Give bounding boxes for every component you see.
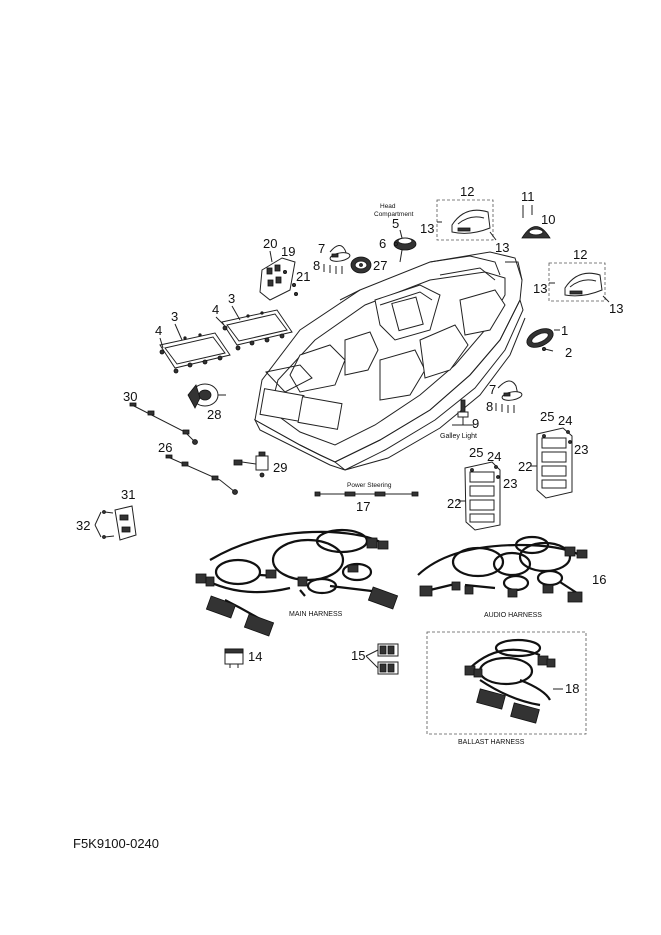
callout-24a: 24: [487, 449, 501, 464]
callout-29: 29: [273, 460, 287, 475]
ballast-harness-part-18: [464, 638, 556, 724]
callout-3b: 3: [228, 291, 235, 306]
audio-harness-label: AUDIO HARNESS: [484, 612, 542, 619]
callout-26: 26: [158, 440, 172, 455]
callout-27: 27: [373, 258, 387, 273]
callout-13d: 13: [609, 301, 623, 316]
callout-28: 28: [207, 407, 221, 422]
cable-part-26: [165, 454, 238, 495]
callout-31: 31: [121, 487, 135, 502]
callout-24b: 24: [558, 413, 572, 428]
audio-harness-part-16: [417, 535, 588, 603]
cable-part-30: [129, 402, 198, 445]
control-module-part-22-right: [530, 427, 573, 499]
callout-22b: 22: [518, 459, 532, 474]
callout-9: 9: [472, 416, 479, 431]
main-harness-label: MAIN HARNESS: [289, 611, 343, 618]
callout-1: 1: [561, 323, 568, 338]
callout-12a: 12: [460, 184, 474, 199]
courtesy-light-part-7-8-top: [323, 245, 351, 274]
gauge-part-27: [350, 256, 372, 274]
callout-14: 14: [248, 649, 262, 664]
callout-32: 32: [76, 518, 90, 533]
callout-6: 6: [379, 236, 386, 251]
callout-4a: 4: [155, 323, 162, 338]
callout-13c: 13: [533, 281, 547, 296]
galley-light-part-9: [452, 399, 474, 426]
callout-13b: 13: [495, 240, 509, 255]
callout-22a: 22: [447, 496, 461, 511]
callout-23b: 23: [574, 442, 588, 457]
switch-panel-part-19-20-21: [259, 250, 298, 301]
part-code: F5K9100-0240: [73, 836, 160, 851]
connector-part-15: [365, 643, 399, 675]
dome-light-part-10-11: [521, 205, 551, 239]
galley-light-label: Galley Light: [440, 433, 477, 440]
callout-18: 18: [565, 681, 579, 696]
callout-7b: 7: [489, 382, 496, 397]
callout-5: 5: [392, 216, 399, 231]
tray-part-3-4-left: [159, 332, 231, 374]
callout-25a: 25: [469, 445, 483, 460]
ballast-harness-label: BALLAST HARNESS: [458, 739, 525, 746]
outlet-part-28: [187, 383, 226, 409]
callout-12b: 12: [573, 247, 587, 262]
dashed-box-12-right: [548, 262, 606, 302]
callout-16: 16: [592, 572, 606, 587]
head-compartment-label-2: Compartment: [374, 211, 414, 218]
callout-7a: 7: [318, 241, 325, 256]
dashed-box-12-top: [436, 199, 494, 241]
callout-25b: 25: [540, 409, 554, 424]
sensor-part-29: [233, 451, 269, 478]
callout-19: 19: [281, 244, 295, 259]
bracket-part-31-32: [94, 505, 137, 541]
callout-30: 30: [123, 389, 137, 404]
callout-2: 2: [565, 345, 572, 360]
callout-17: 17: [356, 499, 370, 514]
control-module-part-22-left: [458, 461, 501, 531]
callout-23a: 23: [503, 476, 517, 491]
callout-13a: 13: [420, 221, 434, 236]
callout-4b: 4: [212, 302, 219, 317]
head-light-part-5: [393, 229, 417, 263]
callout-15: 15: [351, 648, 365, 663]
relay-part-14: [224, 648, 244, 668]
power-steering-cable-part-17: [314, 491, 419, 497]
head-compartment-label-1: Head: [380, 203, 396, 210]
courtesy-light-part-7-8-mid: [495, 380, 523, 413]
callout-8b: 8: [486, 399, 493, 414]
boat-hull: [253, 251, 526, 471]
callout-20: 20: [263, 236, 277, 251]
main-harness: [195, 528, 399, 637]
tray-part-3-4-right: [221, 309, 293, 351]
cover-plate-part-1: [526, 328, 554, 352]
callout-8a: 8: [313, 258, 320, 273]
speaker-light-part-12-right: [549, 272, 610, 303]
dashed-box-ballast: [426, 631, 587, 735]
callout-3a: 3: [171, 309, 178, 324]
speaker-light-part-12-top: [437, 209, 497, 241]
callout-21: 21: [296, 269, 310, 284]
callout-10: 10: [541, 212, 555, 227]
callout-11: 11: [521, 189, 535, 204]
power-steering-label: Power Steering: [347, 482, 392, 489]
